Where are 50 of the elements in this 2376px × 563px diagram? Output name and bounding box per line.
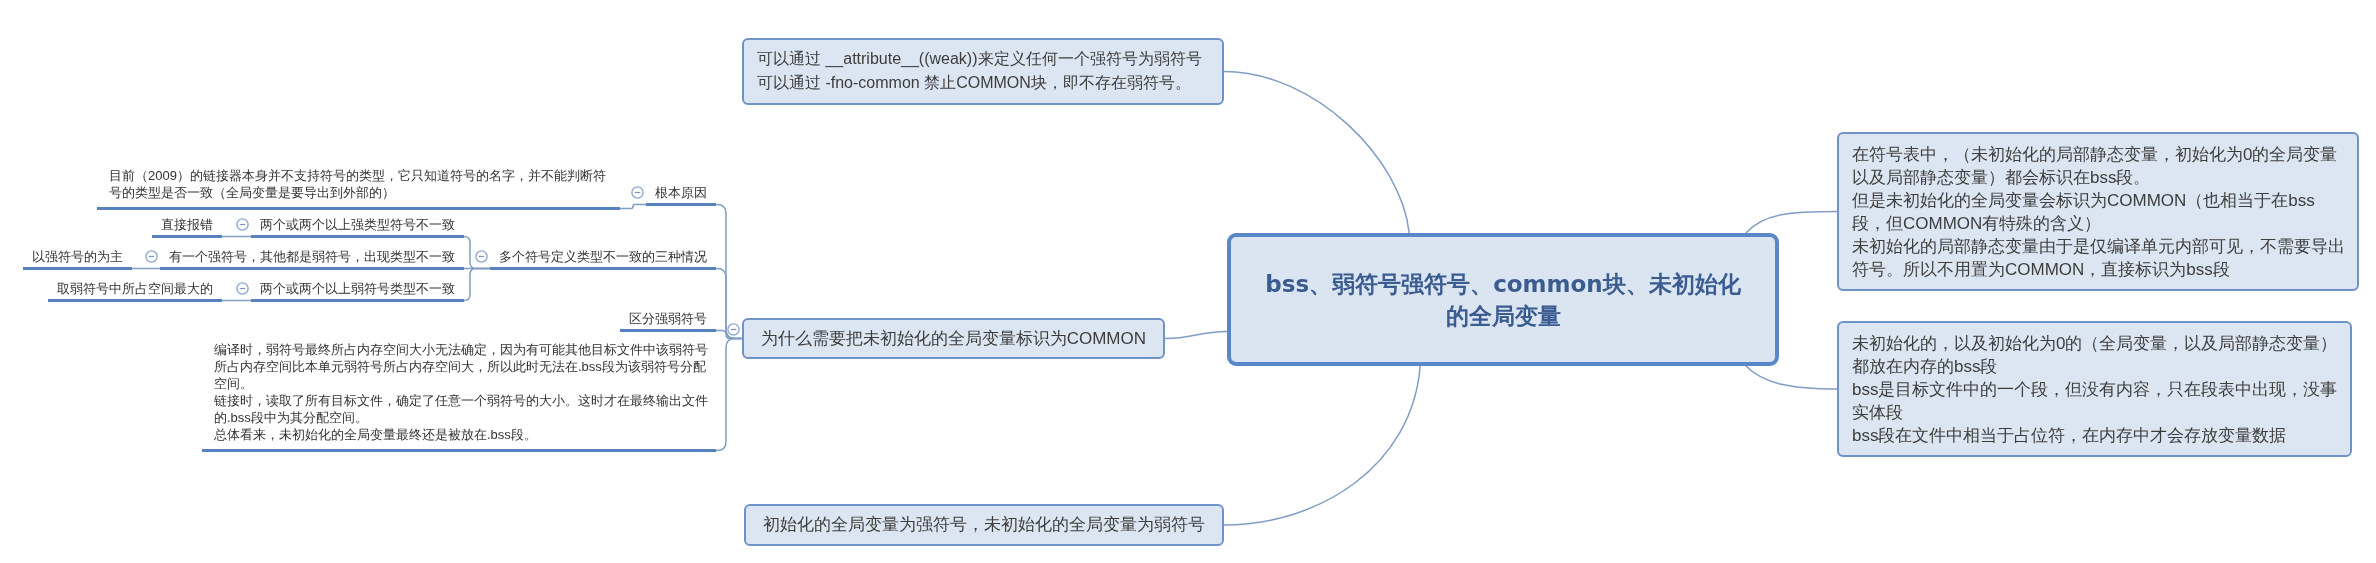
topic-text: 直接报错 — [161, 217, 213, 232]
underlined-topic — [152, 216, 222, 238]
underlined-topic — [23, 248, 132, 270]
central-topic-box — [1227, 233, 1779, 366]
topic-text: 但是未初始化的全局变量会标识为COMMON（也相当于在bss段，但COMMON有特殊的含义） — [1852, 190, 2316, 235]
topic-text: 根本原因 — [655, 185, 707, 200]
topic-text: 可以通过 __attribute__((weak))来定义任何一个强符号为弱符号 — [757, 49, 1203, 70]
topic-text: 区分强弱符号 — [629, 311, 707, 326]
topic-text: 在符号表中，（未初始化的局部静态变量，初始化为0的全局变量以及局部静态变量）都会标识在bss段。 — [1852, 144, 2339, 189]
topic-text: 两个或两个以上强类型符号不一致 — [260, 217, 455, 232]
underlined-note — [97, 167, 620, 210]
branch-line — [1223, 365, 1421, 526]
branch-line — [221, 235, 252, 238]
topic-box — [1837, 321, 2352, 457]
underlined-topic — [646, 184, 716, 206]
branch-line — [1745, 365, 1838, 390]
topic-text: 为什么需要把未初始化的全局变量标识为COMMON — [760, 329, 1146, 348]
topic-box — [742, 38, 1224, 105]
topic-text: 初始化的全局变量为强符号，未初始化的全局变量为弱符号 — [763, 515, 1205, 534]
branch-line — [715, 337, 743, 452]
topic-text: 可以通过 -fno-common 禁止COMMON块，即不存在弱符号。 — [757, 73, 1192, 93]
underlined-topic — [490, 248, 716, 270]
underlined-note — [202, 341, 716, 452]
branch-line — [619, 203, 647, 210]
branch-line — [131, 267, 161, 270]
topic-text: 多个符号定义类型不一致的三种情况 — [499, 249, 707, 264]
topic-text: 以强符号的为主 — [32, 249, 123, 264]
note-text: 总体看来，未初始化的全局变量最终还是被放在.bss段。 — [214, 426, 538, 443]
underlined-topic — [251, 216, 464, 238]
topic-text: 两个或两个以上弱符号类型不一致 — [260, 281, 455, 296]
branch-line — [1223, 70, 1410, 234]
note-text: 链接时，读取了所有目标文件，确定了任意一个弱符号的大小。这时才在最终输出文件的.bss段中为其分配空间。 — [214, 392, 708, 426]
topic-text: bss段在文件中相当于占位符，在内存中才会存放变量数据 — [1852, 425, 2288, 447]
topic-text: 未初始化的局部静态变量由于是仅编译单元内部可见，不需要导出符号。所以不用置为COMMON，直接标识为bss段 — [1852, 236, 2345, 281]
note-text: 目前（2009）的链接器本身并不支持符号的类型，它只知道符号的名字，并不能判断符号的类型是否一致（全局变量是要导出到外部的） — [109, 167, 607, 201]
underlined-topic — [251, 280, 464, 302]
topic-box — [741, 318, 1165, 359]
central-topic-text: bss、弱符号强符号、common块、未初始化的全局变量 — [1264, 269, 1742, 331]
underlined-topic — [160, 248, 464, 270]
topic-text: 取弱符号中所占空间最大的 — [57, 281, 213, 296]
note-text: 编译时，弱符号最终所占内存空间大小无法确定，因为有可能其他目标文件中该弱符号所占内存空间比本单元弱符号所占内存空间大，所以此时无法在.bss段为该弱符号分配空间。 — [214, 341, 708, 392]
branch-line — [1164, 330, 1228, 340]
branch-line — [221, 299, 252, 302]
topic-box — [1837, 132, 2359, 291]
underlined-topic — [620, 310, 716, 332]
branch-line — [463, 267, 491, 302]
topic-box — [744, 504, 1224, 546]
underlined-topic — [48, 280, 222, 302]
branch-line — [1745, 210, 1838, 234]
topic-text: 有一个强符号，其他都是弱符号，出现类型不一致 — [169, 249, 455, 264]
